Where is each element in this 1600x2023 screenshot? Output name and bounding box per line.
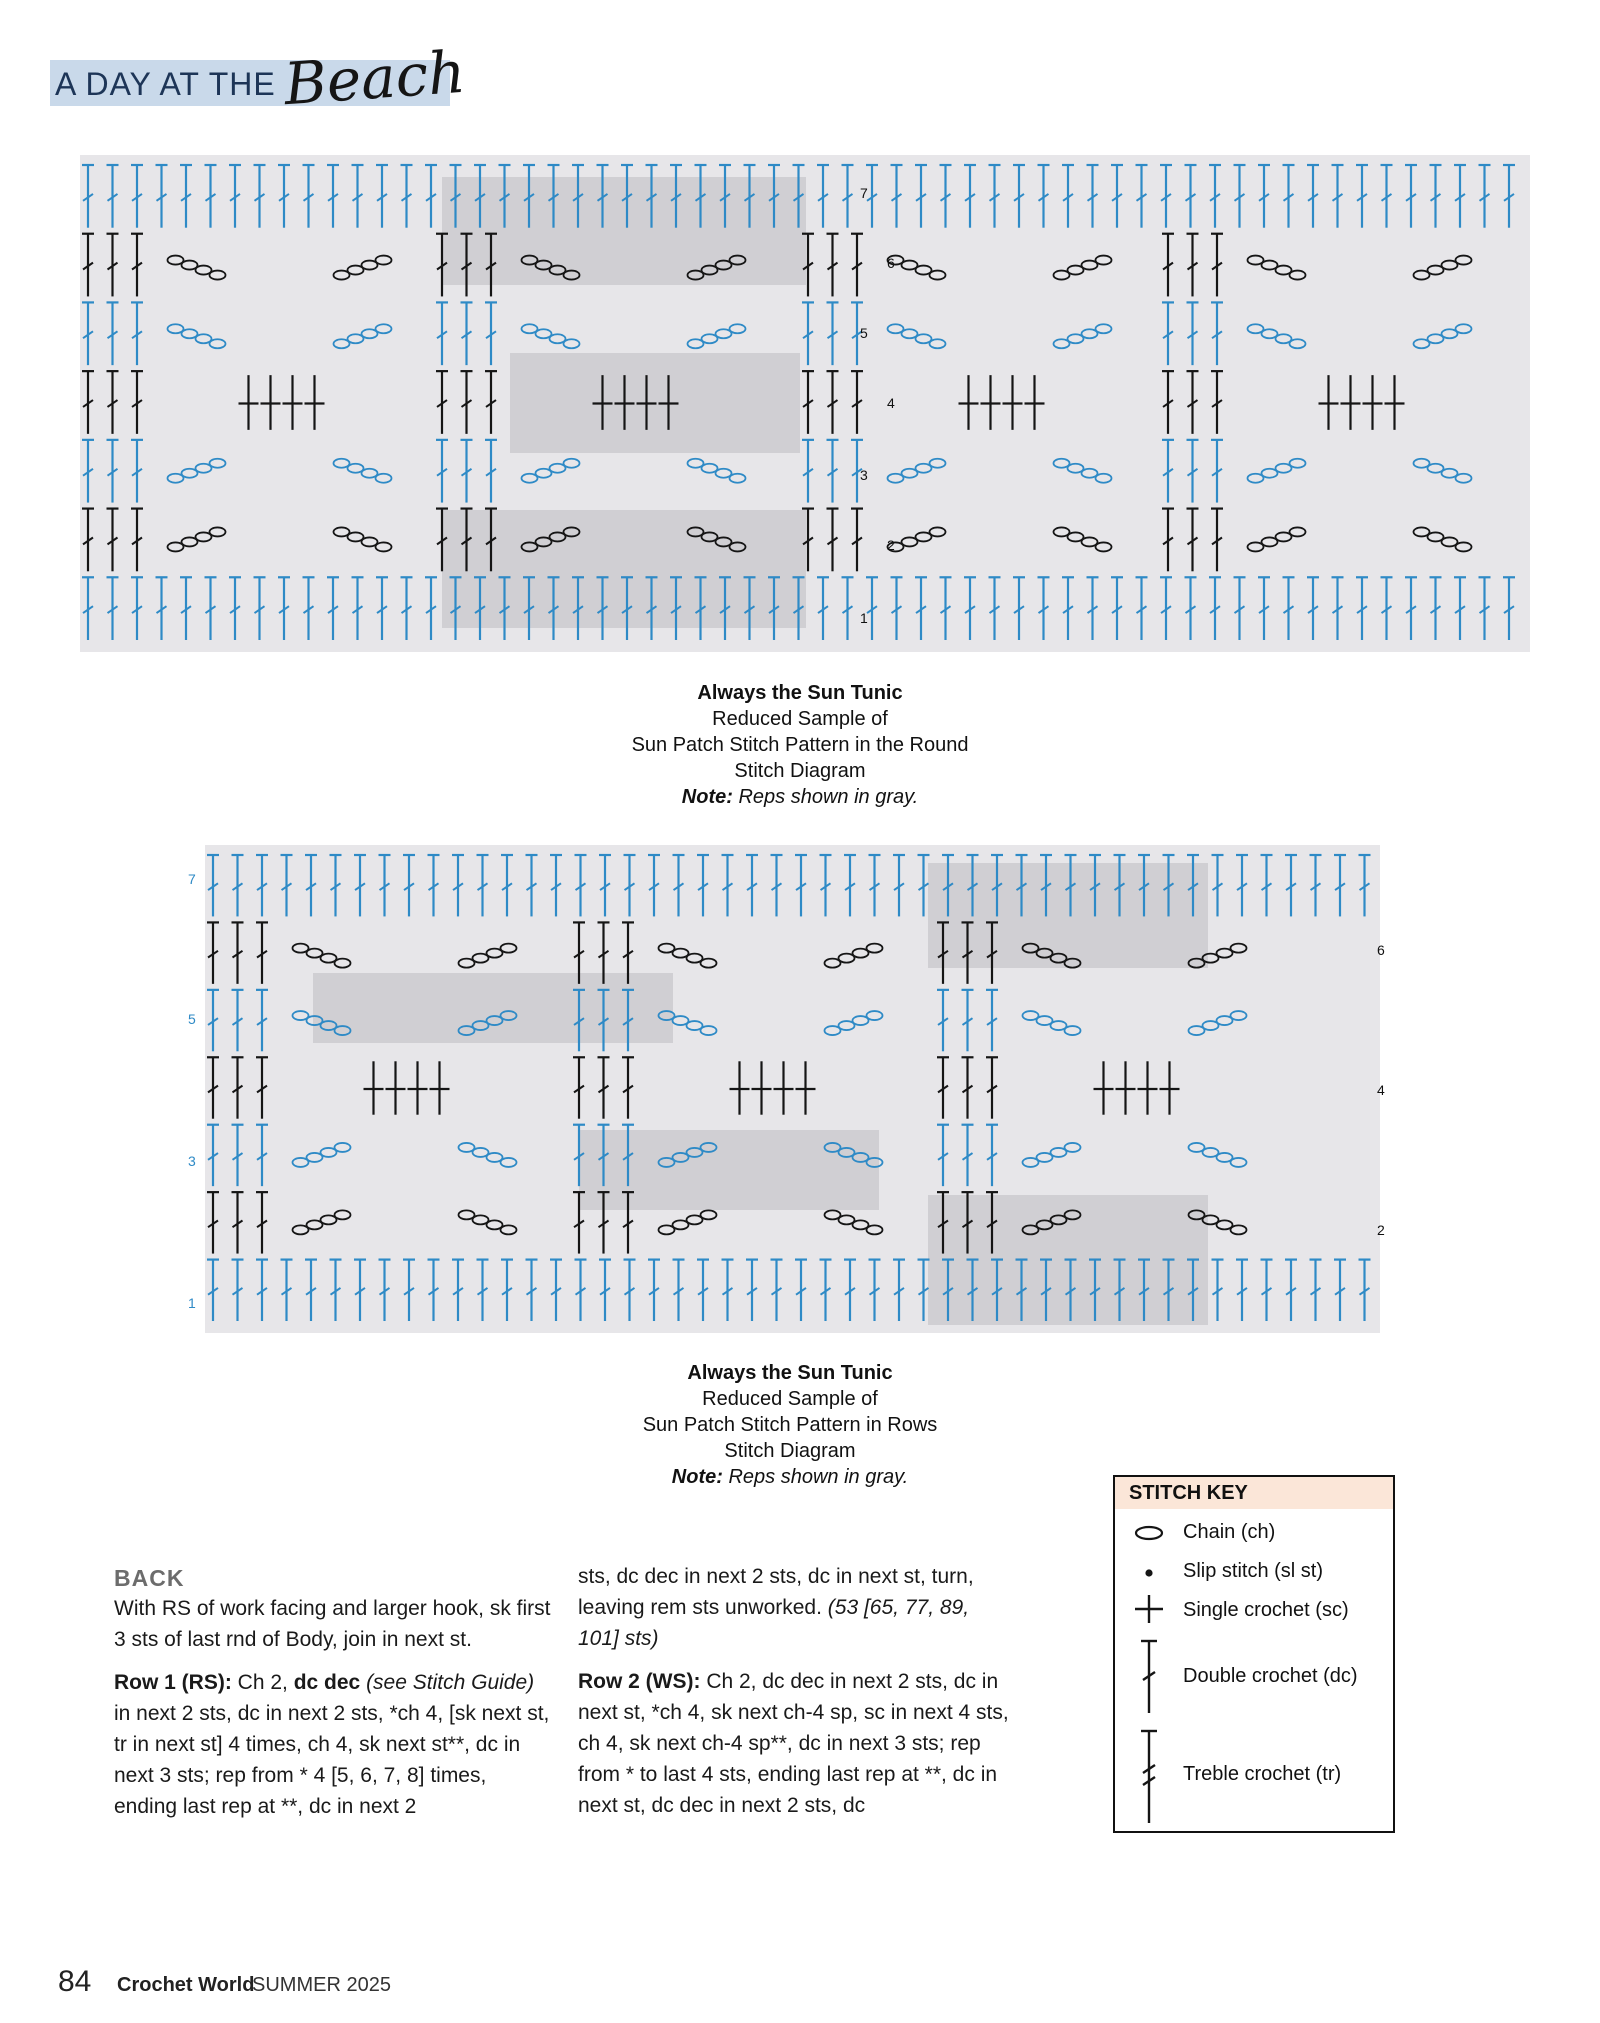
- col2-paragraph: sts, dc dec in next 2 sts, dc in next st…: [578, 1561, 1013, 1654]
- row1-text-a: Ch 2,: [232, 1671, 294, 1694]
- key-label-treble-crochet: Treble crochet (tr): [1183, 1763, 1341, 1786]
- caption-rows-line3: Sun Patch Stitch Pattern in Rows: [490, 1412, 1090, 1438]
- round-row-number-6: 6: [887, 255, 895, 271]
- caption-rows-note-label: Note:: [672, 1466, 723, 1488]
- key-label-slip-stitch: Slip stitch (sl st): [1183, 1560, 1323, 1583]
- row2-paragraph: Row 2 (WS): Ch 2, dc dec in next 2 sts, …: [578, 1666, 1013, 1821]
- caption-round-line2: Reduced Sample of: [500, 706, 1100, 732]
- single-crochet-icon: [1129, 1589, 1169, 1629]
- rows-row-number-2: 2: [1377, 1222, 1385, 1238]
- dc-row: [82, 165, 1515, 228]
- banner-script-title: Beach: [282, 38, 468, 118]
- round-row-number-7: 7: [860, 185, 868, 201]
- caption-rows-note-text: Reps shown in gray.: [728, 1466, 908, 1488]
- caption-round-line4: Stitch Diagram: [500, 758, 1100, 784]
- stitch-diagram-rows: [205, 845, 1380, 1333]
- round-row-number-4: 4: [887, 395, 895, 411]
- stitch-key: STITCH KEY Chain (ch) Slip stitch (sl st…: [1113, 1475, 1395, 1833]
- caption-round-title: Always the Sun Tunic: [500, 680, 1100, 706]
- section-heading-back: BACK: [114, 1565, 184, 1592]
- caption-rows-title: Always the Sun Tunic: [490, 1360, 1090, 1386]
- caption-round: Always the Sun Tunic Reduced Sample of S…: [500, 680, 1100, 810]
- caption-rows-line4: Stitch Diagram: [490, 1438, 1090, 1464]
- slip-stitch-icon: [1129, 1561, 1169, 1585]
- stitch-diagram-round: [80, 155, 1530, 652]
- caption-rows-note: Note: Reps shown in gray.: [490, 1464, 1090, 1490]
- rows-row-number-7: 7: [188, 871, 196, 887]
- row2-label: Row 2 (WS):: [578, 1670, 700, 1693]
- round-row-number-1: 1: [860, 610, 868, 626]
- pattern-row: [207, 1057, 1180, 1118]
- caption-round-note-text: Reps shown in gray.: [738, 786, 918, 808]
- chain-icon: [1129, 1521, 1169, 1545]
- rows-diagram-drawing: [205, 845, 1380, 1333]
- caption-round-note-label: Note:: [682, 786, 733, 808]
- intro-paragraph: With RS of work facing and larger hook, …: [114, 1593, 554, 1655]
- caption-rows: Always the Sun Tunic Reduced Sample of S…: [490, 1360, 1090, 1490]
- instructions-col-2: sts, dc dec in next 2 sts, dc in next st…: [578, 1561, 1013, 1833]
- rows-row-number-1: 1: [188, 1295, 196, 1311]
- dc-row: [82, 577, 1515, 640]
- round-row-number-5: 5: [860, 325, 868, 341]
- key-label-single-crochet: Single crochet (sc): [1183, 1599, 1349, 1622]
- instructions-col-1: With RS of work facing and larger hook, …: [114, 1593, 554, 1834]
- rows-row-number-3: 3: [188, 1153, 196, 1169]
- round-diagram-drawing: [80, 155, 1530, 652]
- row1-text-b: in next 2 sts, dc in next 2 sts, *ch 4, …: [114, 1702, 549, 1818]
- row1-italic: (see Stitch Guide): [360, 1671, 534, 1694]
- rows-row-number-6: 6: [1377, 942, 1385, 958]
- magazine-name: Crochet World: [117, 1974, 254, 1997]
- banner-title: A DAY AT THE: [55, 66, 276, 103]
- caption-round-line3: Sun Patch Stitch Pattern in the Round: [500, 732, 1100, 758]
- page-number: 84: [58, 1965, 91, 1999]
- double-crochet-icon: [1129, 1637, 1169, 1717]
- issue-label: SUMMER 2025: [252, 1974, 391, 1997]
- row1-bold: dc dec: [294, 1671, 361, 1694]
- caption-rows-line2: Reduced Sample of: [490, 1386, 1090, 1412]
- treble-crochet-icon: [1129, 1727, 1169, 1827]
- rows-row-number-5: 5: [188, 1011, 196, 1027]
- key-label-double-crochet: Double crochet (dc): [1183, 1665, 1358, 1688]
- stitch-key-title: STITCH KEY: [1115, 1477, 1393, 1509]
- key-label-chain: Chain (ch): [1183, 1521, 1275, 1544]
- row1-label: Row 1 (RS):: [114, 1671, 232, 1694]
- round-row-number-2: 2: [887, 537, 895, 553]
- rows-row-number-4: 4: [1377, 1082, 1385, 1098]
- round-row-number-3: 3: [860, 467, 868, 483]
- row1-paragraph: Row 1 (RS): Ch 2, dc dec (see Stitch Gui…: [114, 1667, 554, 1822]
- caption-round-note: Note: Reps shown in gray.: [500, 784, 1100, 810]
